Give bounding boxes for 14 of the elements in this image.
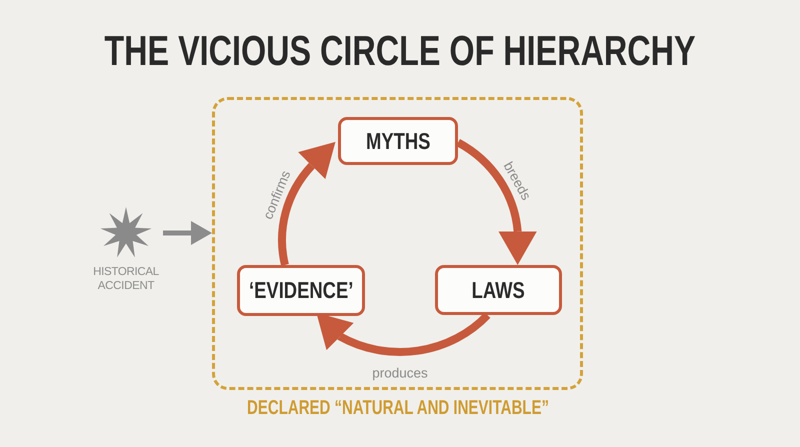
process-box bbox=[338, 117, 458, 165]
process-box bbox=[237, 265, 365, 316]
edge-label: produces bbox=[372, 366, 428, 380]
node-label: MYTHS bbox=[366, 130, 430, 152]
frame-label: DECLARED “NATURAL AND INEVITABLE” bbox=[246, 398, 548, 418]
arrow bbox=[163, 221, 212, 245]
process-box bbox=[435, 265, 562, 315]
title: THE VICIOUS CIRCLE OF HIERARCHY bbox=[104, 30, 696, 72]
curved-arrow bbox=[456, 139, 537, 265]
node-label: HISTORICAL ACCIDENT bbox=[92, 266, 160, 294]
node-label: ‘EVIDENCE’ bbox=[248, 279, 354, 302]
curved-arrow bbox=[278, 142, 336, 266]
node-label: LAWS bbox=[472, 278, 526, 302]
curved-arrow bbox=[316, 312, 490, 356]
